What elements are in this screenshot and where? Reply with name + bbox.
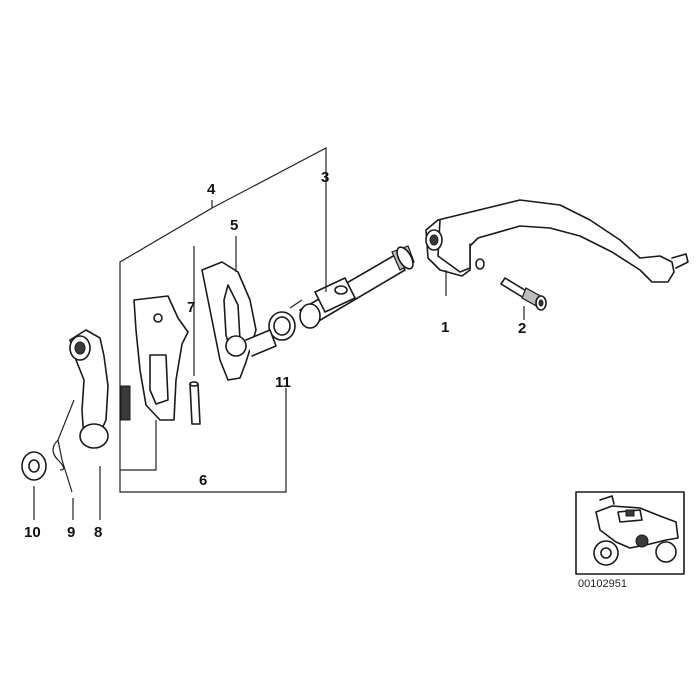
part-1-lever — [425, 199, 689, 283]
part-2-bolt — [500, 277, 547, 311]
callout-5: 5 — [230, 217, 238, 234]
part-7-pin — [189, 381, 201, 425]
part-9-torsion-spring — [52, 399, 75, 493]
callout-6: 6 — [199, 472, 207, 489]
callout-9: 9 — [67, 524, 75, 541]
location-marker — [635, 534, 649, 548]
part-8-shift-lever — [69, 329, 109, 449]
part-10-washer — [21, 451, 47, 481]
leader-lines — [33, 147, 525, 520]
callout-10: 10 — [24, 524, 41, 541]
part-6-plate — [120, 295, 189, 421]
callout-1: 1 — [441, 319, 449, 336]
callout-7: 7 — [187, 299, 195, 316]
reference-number: 00102951 — [578, 578, 627, 590]
callout-11: 11 — [275, 374, 291, 391]
motorcycle-icon — [593, 495, 679, 566]
inset-locator: 00102951 — [575, 491, 685, 590]
part-5-pawl — [201, 261, 277, 381]
callout-3: 3 — [321, 169, 329, 186]
part-3-shaft — [299, 245, 415, 329]
callout-4: 4 — [207, 181, 216, 198]
callout-8: 8 — [94, 524, 102, 541]
callout-2: 2 — [518, 320, 526, 337]
part-11-spring-clip — [268, 299, 303, 341]
